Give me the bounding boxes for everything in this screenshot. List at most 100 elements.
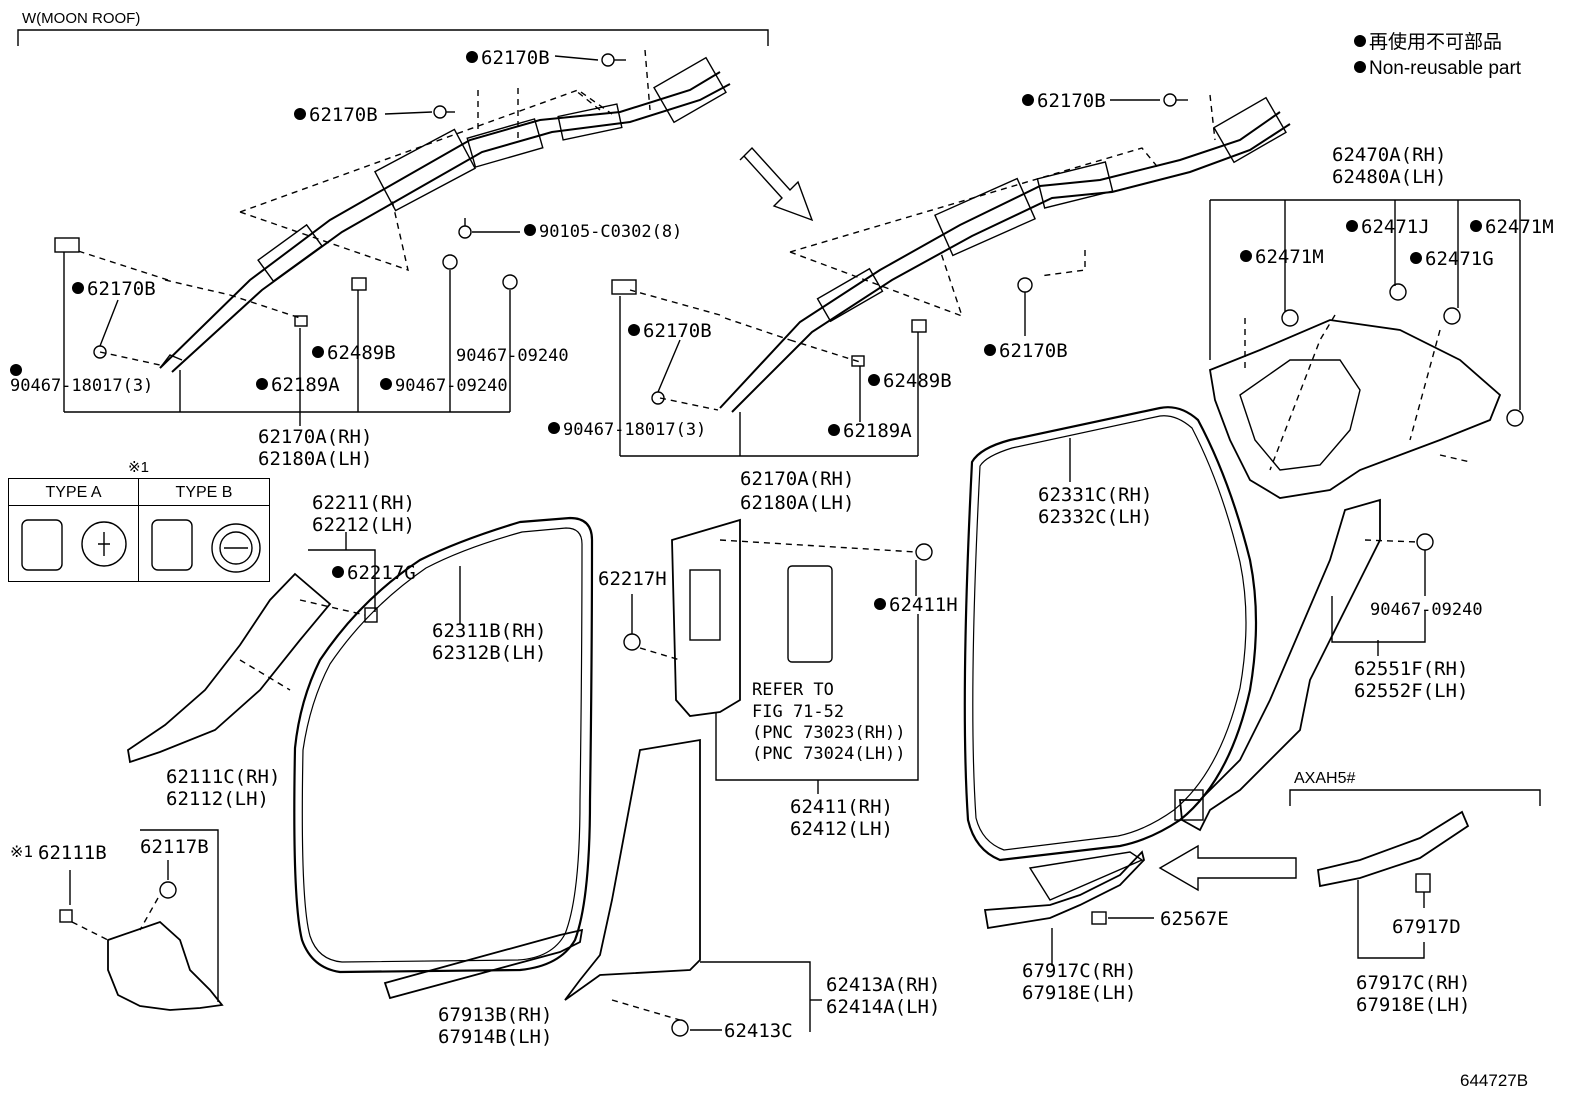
non-reusable-dot-icon xyxy=(524,224,536,236)
front-scuff xyxy=(383,928,584,1000)
assembly-label-lh[interactable]: 62332C(LH) xyxy=(1038,506,1153,528)
non-reusable-dot-icon xyxy=(1470,220,1482,232)
part-label[interactable]: 90467-18017(3) xyxy=(548,422,706,439)
assembly-label-lh[interactable]: 62312B(LH) xyxy=(432,642,547,664)
right-dashed-leaders xyxy=(629,94,1216,411)
right-curtain-airbag xyxy=(719,96,1291,413)
front-weatherstrip xyxy=(293,516,594,974)
part-label[interactable]: 62217H xyxy=(598,568,667,590)
assembly-label-lh[interactable]: 67918E(LH) xyxy=(1356,994,1471,1016)
refer-text: REFER TO xyxy=(752,680,834,700)
assembly-label-lh[interactable]: 62480A(LH) xyxy=(1332,166,1447,188)
part-label[interactable]: 62189A xyxy=(828,422,912,441)
non-reusable-dot-icon xyxy=(256,378,268,390)
quarter-trim xyxy=(1208,199,1524,499)
type-b-label: TYPE B xyxy=(175,484,233,501)
assembly-label-lh[interactable]: 67914B(LH) xyxy=(438,1026,553,1048)
part-label[interactable]: 62489B xyxy=(868,372,952,391)
refer-text[interactable]: FIG 71-52 xyxy=(752,702,845,722)
part-label[interactable]: 90467-09240 xyxy=(1370,600,1483,620)
type-mark: ※1 xyxy=(10,842,34,861)
part-label[interactable]: 62471G xyxy=(1410,250,1494,269)
assembly-label-rh[interactable]: 62311B(RH) xyxy=(432,620,547,642)
assembly-label-lh[interactable]: 62552F(LH) xyxy=(1354,680,1469,702)
part-label[interactable]: 62170B xyxy=(466,49,550,68)
assembly-label-rh[interactable]: 62111C(RH) xyxy=(166,766,281,788)
part-label[interactable]: 62111B xyxy=(38,842,107,864)
non-reusable-dot-icon xyxy=(1354,61,1366,73)
non-reusable-dot-icon xyxy=(628,324,640,336)
type-a-label: TYPE A xyxy=(9,479,139,581)
non-reusable-dot-icon xyxy=(1022,94,1034,106)
type-box: TYPE A TYPE B xyxy=(8,478,270,582)
part-label[interactable]: 90467-18017(3) xyxy=(10,376,154,396)
moonroof-bracket xyxy=(17,29,769,46)
non-reusable-dot-icon xyxy=(868,374,880,386)
part-label[interactable]: 67917D xyxy=(1392,916,1461,938)
part-label[interactable]: 90467-09240 xyxy=(380,378,508,395)
assembly-label-rh[interactable]: 67917C(RH) xyxy=(1022,960,1137,982)
part-label[interactable]: 62567E xyxy=(1160,908,1229,930)
non-reusable-dot-icon xyxy=(1354,35,1366,47)
rear-scuff xyxy=(983,844,1297,966)
legend-text-jp: 再使用不可部品 xyxy=(1369,32,1503,53)
part-label[interactable]: 62411H xyxy=(874,596,958,615)
right-fasteners xyxy=(611,93,1188,405)
non-reusable-dot-icon xyxy=(72,282,84,294)
part-label[interactable]: 62189A xyxy=(256,376,340,395)
assembly-label-rh[interactable]: 62170A(RH) xyxy=(258,426,373,448)
non-reusable-dot-icon xyxy=(984,344,996,356)
assembly-label-lh[interactable]: 62180A(LH) xyxy=(740,492,855,514)
direction-arrow xyxy=(739,146,814,222)
assembly-label-lh[interactable]: 62412(LH) xyxy=(790,818,893,840)
cowl-side-trim xyxy=(59,829,224,1011)
part-label[interactable]: 62217G xyxy=(332,564,416,583)
non-reusable-dot-icon xyxy=(1346,220,1358,232)
part-label[interactable]: 62170B xyxy=(72,280,156,299)
part-label[interactable]: 62489B xyxy=(312,344,396,363)
front-pillar-trim xyxy=(127,532,378,764)
part-label[interactable]: 62170B xyxy=(294,106,378,125)
part-label[interactable]: 62170B xyxy=(628,322,712,341)
non-reusable-dot-icon xyxy=(466,51,478,63)
part-label[interactable]: 62471M xyxy=(1240,248,1324,267)
part-label[interactable]: 90105-C0302(8) xyxy=(524,224,682,241)
left-fasteners xyxy=(54,53,626,359)
part-label[interactable]: 90467-09240 xyxy=(456,346,569,366)
assembly-label-rh[interactable]: 62551F(RH) xyxy=(1354,658,1469,680)
assembly-label-lh[interactable]: 62112(LH) xyxy=(166,788,269,810)
assembly-label-lh[interactable]: 62180A(LH) xyxy=(258,448,373,470)
non-reusable-dot-icon xyxy=(294,108,306,120)
right-callouts xyxy=(619,99,1160,457)
rear-weatherstrip xyxy=(963,406,1258,862)
left-callouts xyxy=(63,55,599,426)
axah-variant xyxy=(1289,789,1541,959)
part-label[interactable]: 62471J xyxy=(1346,218,1430,237)
moonroof-label: W(MOON ROOF) xyxy=(22,10,141,27)
non-reusable-dot-icon xyxy=(548,422,560,434)
center-pillar-upper xyxy=(623,518,933,794)
assembly-label-rh[interactable]: 62170A(RH) xyxy=(740,468,855,490)
non-reusable-dot-icon xyxy=(10,362,25,381)
assembly-label-rh[interactable]: 62331C(RH) xyxy=(1038,484,1153,506)
legend-text-en: Non-reusable part xyxy=(1369,58,1522,79)
non-reusable-dot-icon xyxy=(1240,250,1252,262)
assembly-label-lh[interactable]: 62414A(LH) xyxy=(826,996,941,1018)
part-label[interactable]: 62413C xyxy=(724,1020,793,1042)
assembly-label-rh[interactable]: 62470A(RH) xyxy=(1332,144,1447,166)
assembly-label-lh[interactable]: 67918E(LH) xyxy=(1022,982,1137,1004)
assembly-label-lh[interactable]: 62212(LH) xyxy=(312,514,415,536)
assembly-label-rh[interactable]: 62411(RH) xyxy=(790,796,893,818)
assembly-label-rh[interactable]: 62413A(RH) xyxy=(826,974,941,996)
left-curtain-airbag xyxy=(159,56,731,373)
type-box-header xyxy=(9,479,269,506)
non-reusable-dot-icon xyxy=(380,378,392,390)
assembly-label-rh[interactable]: 62211(RH) xyxy=(312,492,415,514)
assembly-label-rh[interactable]: 67913B(RH) xyxy=(438,1004,553,1026)
assembly-label-rh[interactable]: 67917C(RH) xyxy=(1356,972,1471,994)
part-label[interactable]: 62170B xyxy=(984,342,1068,361)
part-label[interactable]: 62471M xyxy=(1470,218,1554,237)
part-label[interactable]: 62117B xyxy=(140,836,209,858)
part-label[interactable]: 62170B xyxy=(1022,92,1106,111)
